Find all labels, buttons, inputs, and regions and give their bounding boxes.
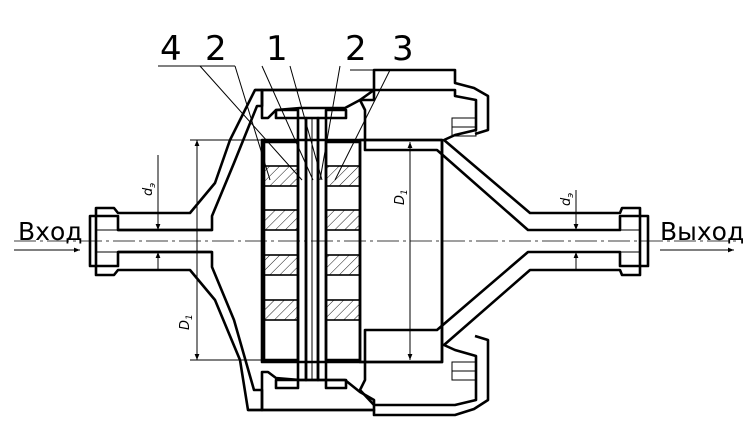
dim-d-port-left: dэ [141,183,158,196]
callout-leaders [158,65,430,181]
callout-2-left: 2 [205,29,227,69]
callout-1: 1 [266,29,288,69]
dim-D1-inner: D1 [393,189,410,205]
outlet-label: Выход [660,217,744,246]
dimension-lines [14,139,734,361]
filter-pack [260,108,444,390]
inlet-label: Вход [18,217,83,246]
dim-D1-left: D1 [178,314,195,330]
inlet-housing [88,88,264,412]
callout-2-right: 2 [345,29,367,69]
dim-d-port-right: dэ [559,193,576,206]
callout-4: 4 [160,29,182,69]
callout-3: 3 [392,29,414,69]
